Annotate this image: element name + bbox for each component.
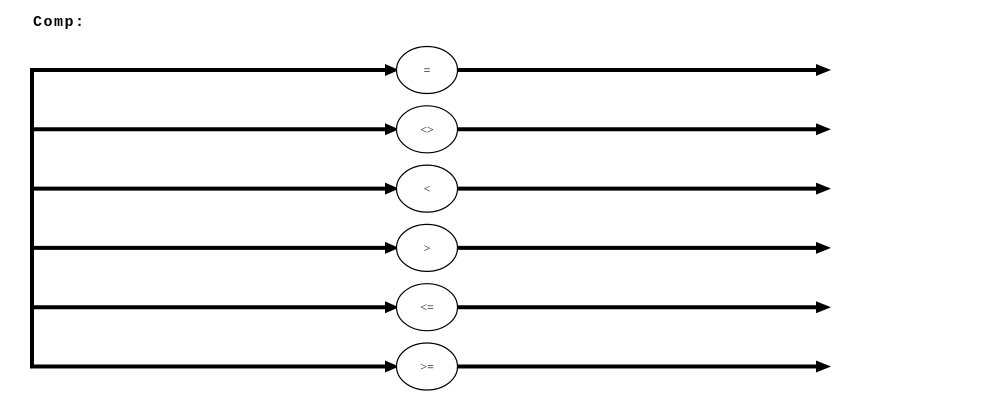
entry-arrowhead-icon <box>385 301 399 314</box>
exit-arrowhead-icon <box>816 123 831 136</box>
entry-arrowhead-icon <box>385 182 399 195</box>
exit-arrowhead-icon <box>816 64 831 76</box>
branch-row: > <box>30 223 831 272</box>
exit-arrowhead-icon <box>816 182 831 195</box>
exit-arrowhead-icon <box>816 360 831 373</box>
operator-label: < <box>424 182 431 196</box>
entry-arrowhead-icon <box>385 360 399 373</box>
branch-row: = <box>30 45 831 95</box>
exit-arrowhead-icon <box>816 241 831 254</box>
branch-row: < <box>30 164 831 213</box>
operator-label: <= <box>420 300 434 314</box>
operator-label: <> <box>420 122 434 136</box>
operator-label: = <box>424 63 431 77</box>
exit-arrowhead-icon <box>816 301 831 314</box>
entry-arrowhead-icon <box>385 241 399 254</box>
entry-arrowhead-icon <box>385 64 399 76</box>
entry-arrowhead-icon <box>385 123 399 136</box>
branch-row: <= <box>30 283 831 332</box>
diagram-title: Comp: <box>33 14 86 31</box>
operator-label: >= <box>420 360 434 374</box>
operator-label: > <box>424 241 431 255</box>
branch-row: >= <box>30 342 831 391</box>
branch-row: <> <box>30 105 831 154</box>
